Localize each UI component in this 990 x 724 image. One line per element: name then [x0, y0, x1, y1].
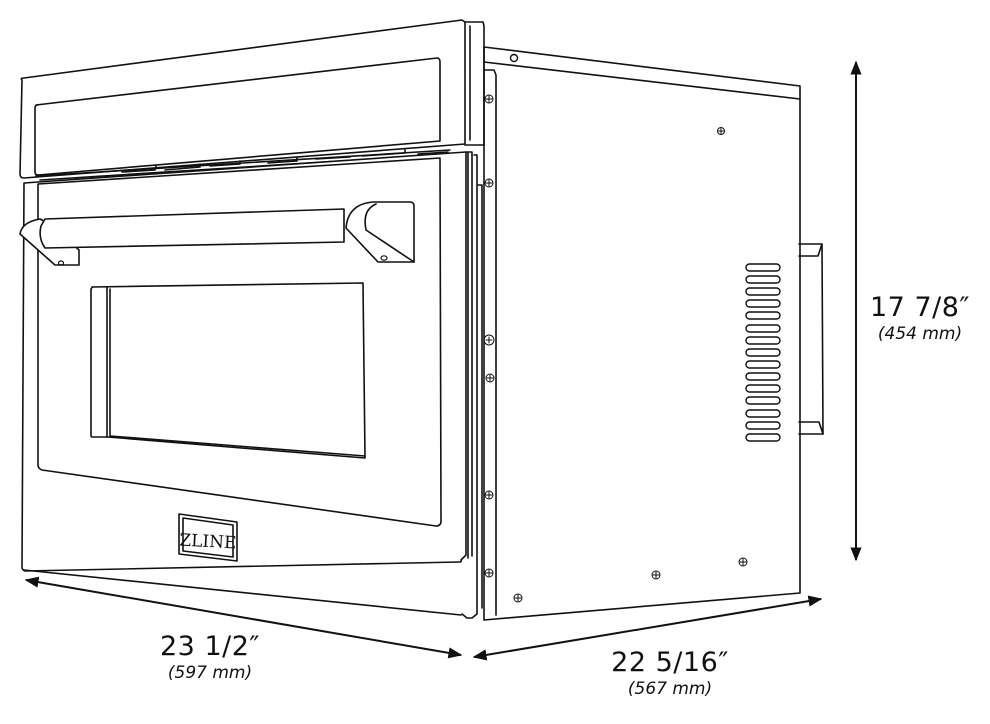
brand-badge-text: ZLINE: [179, 531, 237, 554]
depth-metric: (567 mm): [627, 679, 713, 699]
side-panel: [477, 46, 801, 621]
control-panel: [19, 19, 485, 181]
width-dimension-arrow: [24, 576, 463, 659]
depth-dimension-label: 22 5/16″ (567 mm): [600, 648, 740, 700]
rear-bracket: [798, 243, 824, 435]
height-imperial: 17 7/8″: [870, 292, 970, 323]
oven-door: [21, 151, 478, 619]
depth-dimension-arrow: [472, 595, 823, 661]
depth-imperial: 22 5/16″: [611, 647, 729, 678]
height-metric: (454 mm): [877, 324, 963, 344]
vent-slots: [745, 263, 781, 442]
door-handle: [19, 201, 415, 266]
height-dimension-label: 17 7/8″ (454 mm): [860, 293, 980, 345]
screw-icons: [483, 94, 748, 603]
brand-badge: [178, 513, 238, 562]
width-metric: (597 mm): [167, 663, 253, 683]
width-dimension-label: 23 1/2″ (597 mm): [145, 632, 275, 684]
width-imperial: 23 1/2″: [160, 631, 260, 662]
